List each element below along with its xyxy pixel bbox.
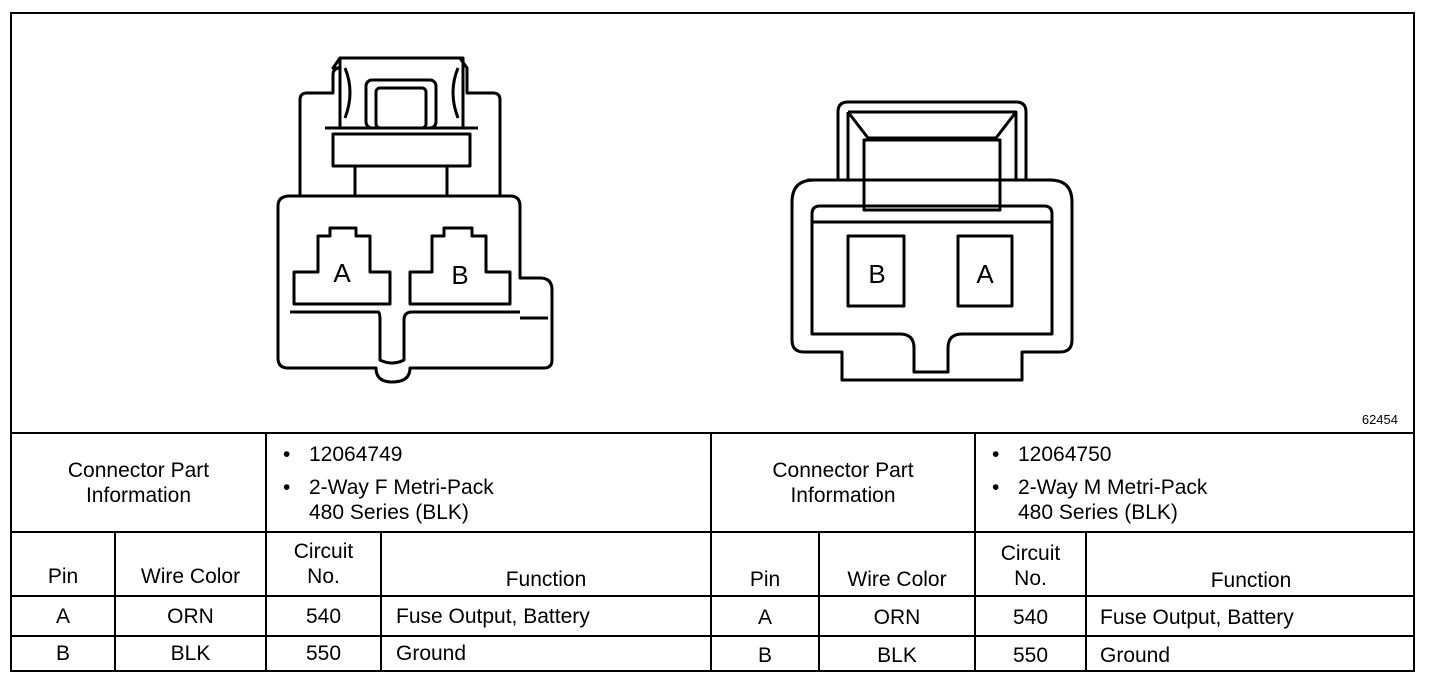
table-row-rule-2 <box>10 635 1415 637</box>
left-row-a-circuit: 540 <box>305 605 342 628</box>
right-row-a-function: Fuse Output, Battery <box>1100 606 1294 629</box>
connector-diagrams: A B B A <box>276 56 1074 384</box>
right-header-pin: Pin <box>749 568 781 591</box>
right-row-b-circuit: 550 <box>1012 644 1049 667</box>
table-top-rule <box>10 432 1415 434</box>
right-row-b-function: Ground <box>1100 644 1171 667</box>
right-part-number: •12064750 <box>992 443 1112 466</box>
right-row-b-wire-color: BLK <box>877 644 917 667</box>
right-header-function: Function <box>1210 569 1292 592</box>
female-pin-label-b: B <box>451 260 468 290</box>
right-row-b-pin: B <box>757 644 772 667</box>
left-row-b-pin: B <box>55 642 70 665</box>
divider <box>818 531 820 672</box>
male-pin-label-b: B <box>868 259 885 289</box>
table-row-rule-1 <box>10 595 1415 597</box>
divider <box>1085 531 1087 672</box>
left-part-info-label: Connector Part Information <box>67 458 210 507</box>
left-header-pin: Pin <box>47 565 79 588</box>
divider <box>265 531 267 672</box>
divider <box>710 432 712 672</box>
right-row-a-circuit: 540 <box>1012 606 1049 629</box>
left-header-function: Function <box>505 568 587 591</box>
female-connector-drawing <box>276 56 554 384</box>
left-row-a-wire-color: ORN <box>167 605 214 628</box>
female-pin-label-a: A <box>333 258 351 288</box>
left-row-a-pin: A <box>55 605 70 628</box>
figure-id: 62454 <box>1361 412 1398 427</box>
right-part-info-label: Connector Part Information <box>772 458 914 507</box>
left-header-wire-color: Wire Color <box>140 565 241 588</box>
left-row-b-function: Ground <box>396 642 467 665</box>
table-header-rule <box>10 531 1415 533</box>
divider <box>974 432 976 533</box>
right-row-a-wire-color: ORN <box>873 606 921 629</box>
right-header-wire-color: Wire Color <box>847 568 947 591</box>
divider <box>380 531 382 672</box>
right-row-a-pin: A <box>757 606 772 629</box>
left-part-number: •12064749 <box>283 443 403 466</box>
diagram-frame <box>10 12 1415 672</box>
left-row-b-circuit: 550 <box>305 642 342 665</box>
divider <box>974 531 976 672</box>
divider <box>265 432 267 533</box>
male-pin-label-a: A <box>976 259 994 289</box>
left-row-a-function: Fuse Output, Battery <box>396 605 590 628</box>
divider <box>114 531 116 672</box>
left-row-b-wire-color: BLK <box>170 642 211 665</box>
male-connector-drawing <box>790 100 1074 382</box>
